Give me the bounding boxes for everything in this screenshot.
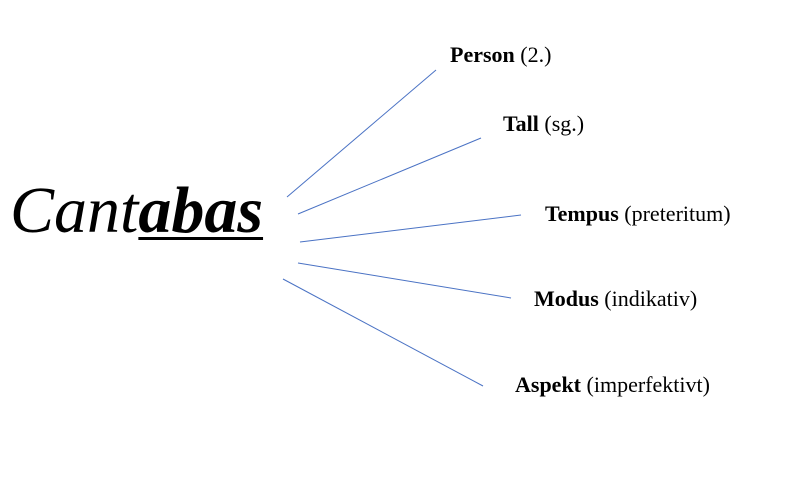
feature-name: Person <box>450 42 515 67</box>
verb-ending: abas <box>138 174 264 247</box>
feature-value: (imperfektivt) <box>586 372 710 397</box>
feature-modus: Modus (indikativ) <box>534 288 697 310</box>
feature-name: Aspekt <box>515 372 582 397</box>
feature-value: (preteritum) <box>624 201 731 226</box>
feature-value: (sg.) <box>544 111 585 136</box>
feature-tempus: Tempus (preteritum) <box>545 203 731 225</box>
feature-tall: Tall (sg.) <box>503 113 584 135</box>
connector-tempus <box>299 214 522 243</box>
feature-name: Tempus <box>545 201 619 226</box>
feature-person: Person (2.) <box>450 44 551 66</box>
verb-stem: Cant <box>10 174 139 247</box>
connector-modus <box>297 262 512 299</box>
feature-aspekt: Aspekt (imperfektivt) <box>515 374 710 396</box>
connector-aspekt <box>282 278 484 387</box>
feature-name: Modus <box>534 286 599 311</box>
feature-value: (indikativ) <box>604 286 698 311</box>
verb-form: Cantabas <box>10 178 263 244</box>
connector-tall <box>297 137 482 215</box>
connector-person <box>286 69 437 198</box>
feature-value: (2.) <box>520 42 552 67</box>
feature-name: Tall <box>503 111 539 136</box>
